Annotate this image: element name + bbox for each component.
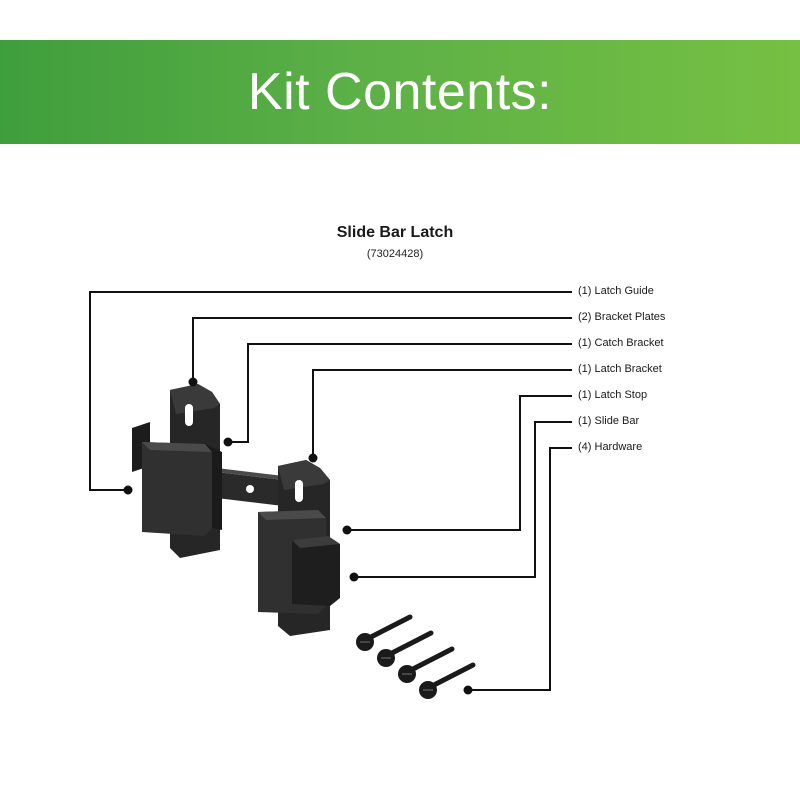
leader-dot-latch-stop: [342, 525, 352, 535]
callout-label-hardware: (4) Hardware: [578, 441, 643, 453]
latch-guide: [132, 422, 222, 536]
leader-latch-guide: [89, 291, 572, 491]
hardware-screws: [356, 614, 476, 699]
callout-label-latch-guide: (1) Latch Guide: [578, 285, 654, 297]
leader-latch-stop: [347, 395, 572, 531]
callout-label-slide-bar: (1) Slide Bar: [578, 415, 640, 427]
latch-stop: [292, 536, 340, 606]
callout-label-latch-bracket: (1) Latch Bracket: [578, 363, 662, 375]
leader-catch-bracket: [228, 343, 572, 443]
leader-dot-catch-bracket: [223, 437, 233, 447]
page-title: Kit Contents:: [247, 63, 553, 121]
product-name: Slide Bar Latch: [336, 224, 454, 241]
leader-dot-bracket-plates: [188, 377, 198, 387]
leader-slide-bar: [354, 421, 572, 578]
callout-label-catch-bracket: (1) Catch Bracket: [578, 337, 664, 349]
callout-label-bracket-plates: (2) Bracket Plates: [578, 311, 666, 323]
leader-hardware: [468, 447, 572, 691]
leader-dot-slide-bar: [349, 572, 359, 582]
leader-dot-hardware: [463, 685, 473, 695]
header-banner: Kit Contents:: [0, 40, 800, 144]
leader-dot-latch-bracket: [308, 453, 318, 463]
leader-latch-bracket: [312, 369, 572, 458]
product-sku: (73024428): [366, 248, 424, 260]
leader-bracket-plates: [192, 317, 572, 382]
leader-dot-latch-guide: [123, 485, 133, 495]
callout-label-latch-stop: (1) Latch Stop: [578, 389, 648, 401]
slide-bar-latch-illustration: [132, 384, 476, 699]
slide-bar: [200, 466, 300, 508]
